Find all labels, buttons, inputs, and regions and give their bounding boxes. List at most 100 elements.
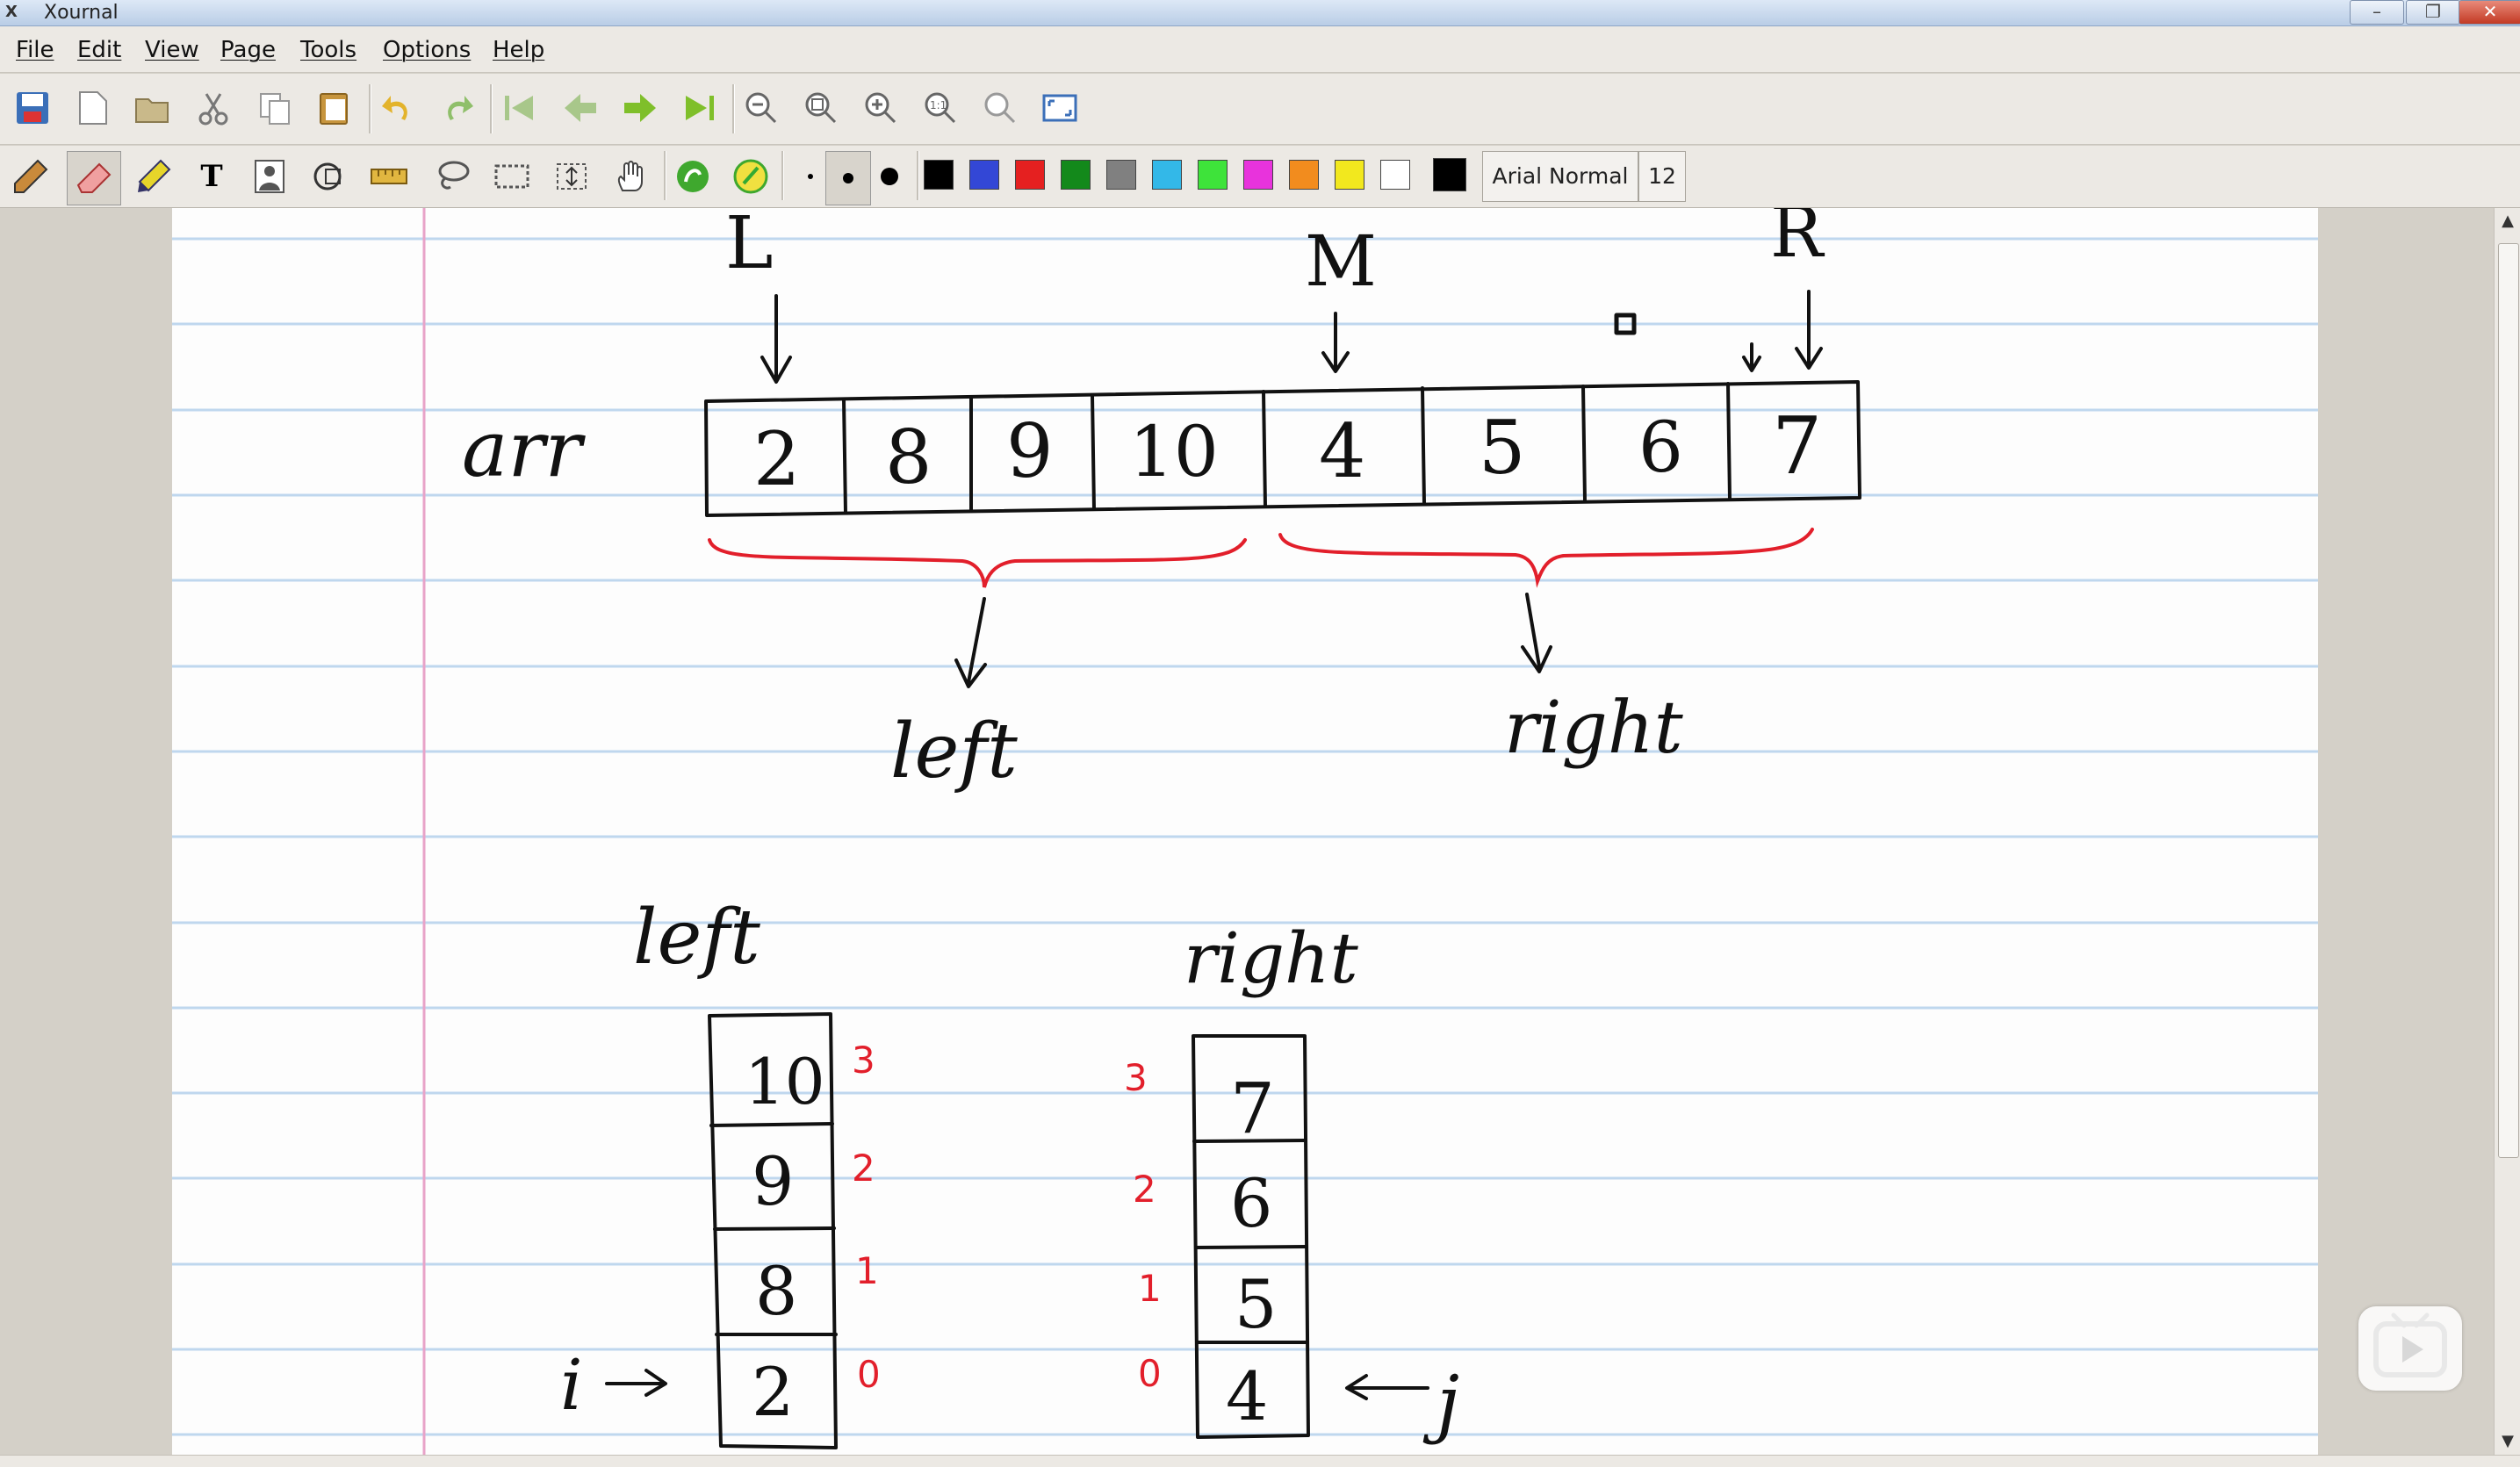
svg-text:1:1: 1:1 (930, 99, 947, 111)
zoom-fit-icon[interactable] (799, 86, 843, 130)
toolbar-separator (369, 84, 371, 133)
menu-edit[interactable]: Edit (77, 37, 122, 63)
left-brace-label: left (890, 708, 1018, 795)
color-swatch-orange[interactable] (1289, 160, 1319, 190)
color-swatch-blue[interactable] (969, 160, 999, 190)
zoom-in-icon[interactable] (859, 86, 903, 130)
toolbar-separator (781, 151, 784, 200)
array-cell-6: 6 (1638, 406, 1683, 488)
thickness-thick-icon[interactable] (868, 155, 911, 198)
array-cell-2: 9 (1006, 408, 1053, 494)
open-icon[interactable] (130, 86, 174, 130)
color-swatch-white[interactable] (1380, 160, 1410, 190)
font-selector[interactable]: Arial Normal (1482, 151, 1638, 202)
canvas-area[interactable]: L M R arr 2 8 9 10 4 5 6 7 left right le… (0, 208, 2494, 1455)
right-stack-cell-1: 6 (1230, 1164, 1272, 1242)
menu-view[interactable]: View (145, 37, 199, 63)
thickness-medium-icon[interactable] (825, 151, 871, 205)
left-index-3: 3 (852, 1039, 875, 1082)
default-highlighter-icon[interactable] (729, 155, 773, 198)
pointer-l: L (725, 208, 773, 285)
color-swatch-magenta[interactable] (1243, 160, 1273, 190)
left-index-0: 0 (857, 1353, 881, 1396)
title-bar: X Xournal – ❐ ✕ (0, 0, 2520, 26)
close-icon: ✕ (2482, 1, 2498, 22)
red-braces (708, 528, 1814, 588)
scroll-thumb[interactable] (2498, 243, 2519, 1158)
note-page[interactable]: L M R arr 2 8 9 10 4 5 6 7 left right le… (172, 208, 2318, 1455)
pointer-r: R (1770, 208, 1825, 273)
last-page-icon[interactable] (678, 86, 722, 130)
fullscreen-icon[interactable] (1038, 86, 1082, 130)
left-stack-title: left (633, 894, 760, 982)
right-stack-cell-3: 4 (1226, 1357, 1268, 1435)
undo-icon[interactable] (376, 86, 420, 130)
left-stack-cell-3: 2 (752, 1353, 794, 1431)
left-index-1: 1 (855, 1249, 879, 1292)
window-title: Xournal (44, 2, 119, 24)
array-cell-7: 7 (1772, 400, 1822, 493)
pen-icon[interactable] (9, 155, 53, 198)
color-swatch-yellow[interactable] (1335, 160, 1364, 190)
font-size-selector[interactable]: 12 (1638, 151, 1686, 202)
toolbar-separator (732, 84, 735, 133)
restore-button[interactable]: ❐ (2406, 0, 2460, 25)
right-index-1: 1 (1138, 1267, 1162, 1310)
j-pointer-label: j (1422, 1360, 1459, 1446)
vertical-scrollbar[interactable]: ▲ ▼ (2494, 208, 2520, 1455)
image-icon[interactable] (248, 155, 292, 198)
save-icon[interactable] (11, 86, 54, 130)
copy-icon[interactable] (253, 86, 297, 130)
ruler-icon[interactable] (367, 155, 411, 198)
hand-icon[interactable] (609, 155, 653, 198)
menu-bar: File Edit View Page Tools Options Help (0, 26, 2520, 73)
menu-options[interactable]: Options (383, 37, 472, 63)
eraser-icon[interactable] (67, 151, 121, 205)
cut-icon[interactable] (191, 86, 235, 130)
highlighter-icon[interactable] (132, 155, 176, 198)
color-swatch-light-blue[interactable] (1152, 160, 1182, 190)
zoom-search-icon[interactable] (978, 86, 1022, 130)
array-cell-3: 10 (1129, 411, 1219, 493)
menu-file[interactable]: File (16, 37, 54, 63)
redo-icon[interactable] (436, 86, 479, 130)
array-cell-4: 4 (1319, 408, 1365, 494)
toolbar-separator (664, 151, 666, 200)
default-pen-icon[interactable] (671, 155, 715, 198)
right-brace-label: right (1504, 687, 1684, 770)
menu-tools[interactable]: Tools (300, 37, 357, 63)
previous-page-icon[interactable] (558, 86, 602, 130)
first-page-icon[interactable] (497, 86, 541, 130)
paste-icon[interactable] (313, 86, 356, 130)
array-cell-0: 2 (753, 416, 800, 502)
minimize-button[interactable]: – (2350, 0, 2404, 25)
zoom-100-icon[interactable]: 1:1 (918, 86, 962, 130)
color-swatch-red[interactable] (1015, 160, 1045, 190)
left-stack-cell-2: 8 (755, 1252, 797, 1330)
color-swatch-black[interactable] (924, 160, 954, 190)
ink-strokes (605, 290, 1861, 1449)
toolbar-separator (917, 151, 919, 200)
thickness-thin-icon[interactable] (788, 155, 832, 198)
video-play-button[interactable] (2358, 1306, 2462, 1391)
next-page-icon[interactable] (618, 86, 662, 130)
zoom-out-icon[interactable] (739, 86, 783, 130)
left-stack-cell-1: 9 (752, 1142, 794, 1220)
vertical-space-icon[interactable] (550, 155, 594, 198)
scroll-down-icon[interactable]: ▼ (2502, 1432, 2514, 1450)
scroll-up-icon[interactable]: ▲ (2502, 212, 2514, 230)
menu-page[interactable]: Page (220, 37, 276, 63)
new-page-icon[interactable] (70, 86, 114, 130)
menu-help[interactable]: Help (493, 37, 545, 63)
close-button[interactable]: ✕ (2459, 0, 2520, 25)
text-icon[interactable]: T (200, 159, 223, 194)
color-swatch-gray[interactable] (1106, 160, 1136, 190)
current-color-swatch[interactable] (1433, 158, 1466, 191)
horizontal-scrollbar[interactable] (0, 1455, 2520, 1467)
lasso-select-icon[interactable] (430, 155, 474, 198)
shape-recognizer-icon[interactable] (307, 155, 351, 198)
color-swatch-light-green[interactable] (1198, 160, 1228, 190)
right-index-0: 0 (1138, 1352, 1162, 1395)
rect-select-icon[interactable] (490, 155, 534, 198)
color-swatch-green[interactable] (1061, 160, 1091, 190)
